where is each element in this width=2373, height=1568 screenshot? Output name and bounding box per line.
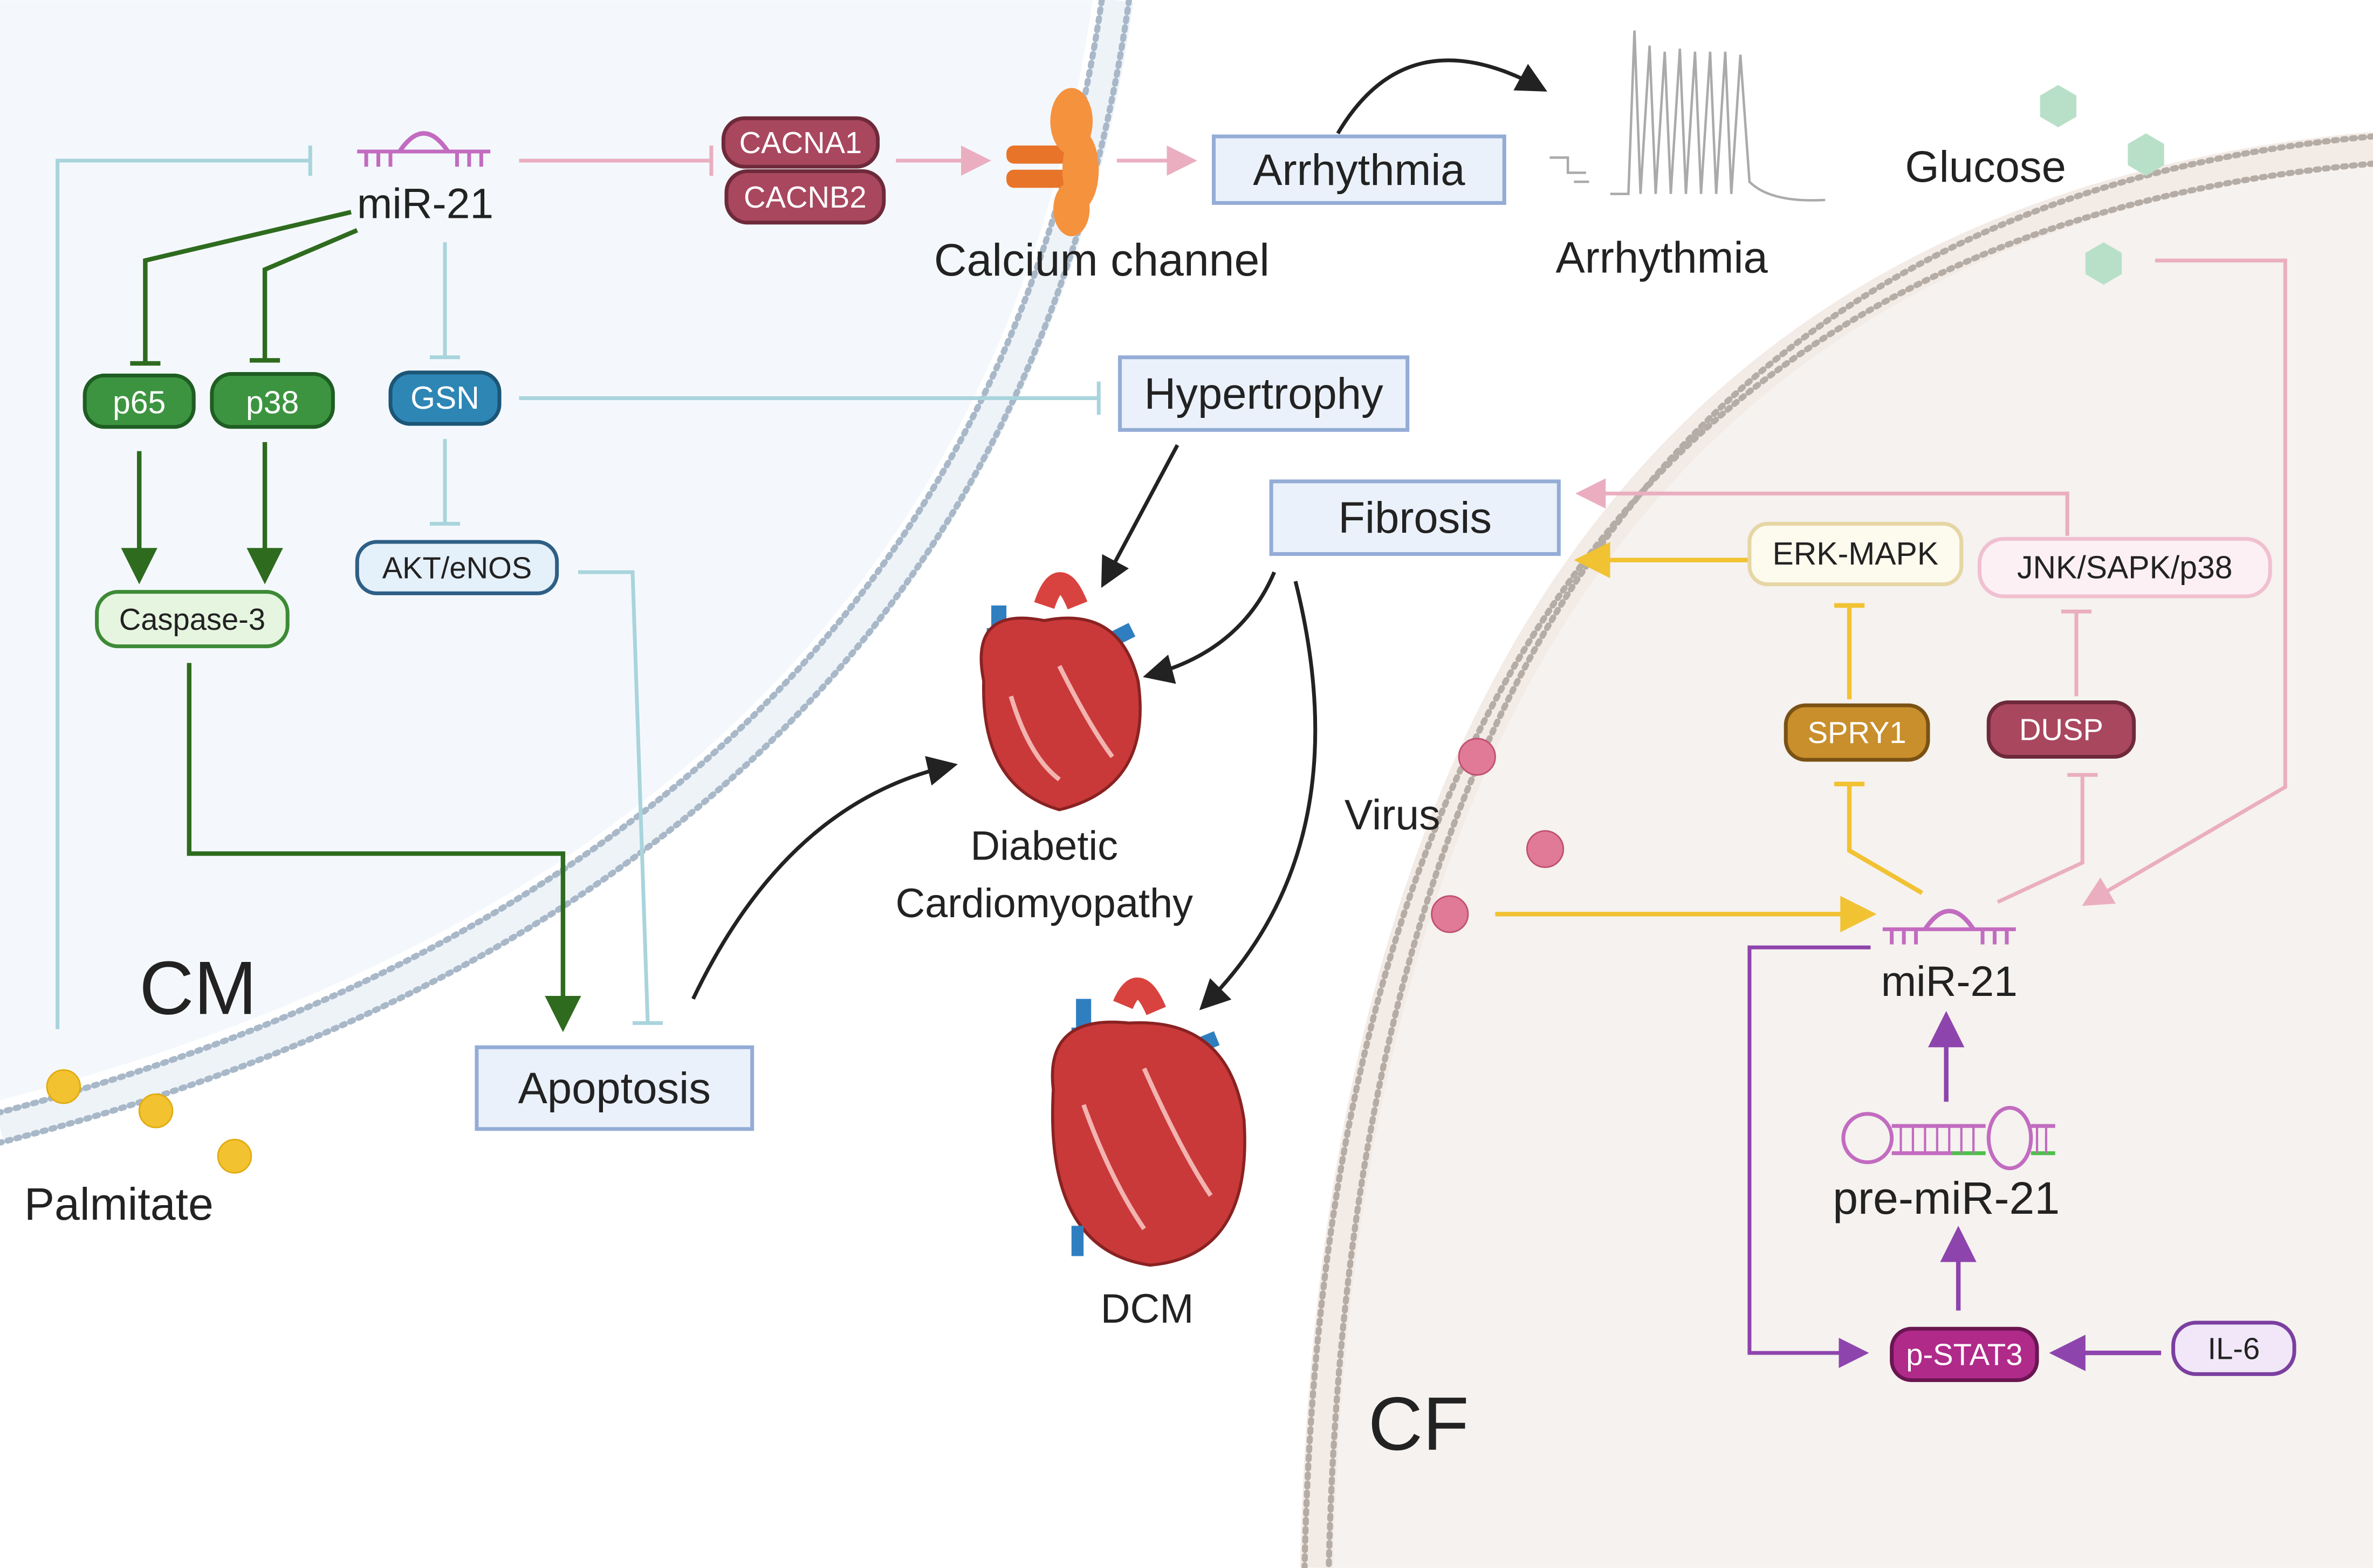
cm-mir21-label: miR-21 bbox=[357, 180, 493, 228]
glucose-icon bbox=[2040, 85, 2164, 285]
node-caspase-3-label: Caspase-3 bbox=[119, 602, 265, 636]
node-spry1-label: SPRY1 bbox=[1808, 716, 1906, 749]
cm-connectors bbox=[56, 145, 1197, 1033]
virus-label: Virus bbox=[1345, 791, 1441, 838]
arrhythmia-box[interactable]: Arrhythmia bbox=[1212, 134, 1506, 205]
node-caspase-3[interactable]: Caspase-3 bbox=[95, 590, 290, 649]
node-cacna1[interactable]: CACNA1 bbox=[721, 116, 880, 169]
cf-cell-label: CF bbox=[1368, 1381, 1469, 1466]
fibrosis-box[interactable]: Fibrosis bbox=[1269, 479, 1561, 556]
node-cacna1-label: CACNA1 bbox=[739, 126, 862, 160]
node-jnk-sapk-p38-label: JNK/SAPK/p38 bbox=[2017, 550, 2232, 585]
dcm-label: DCM bbox=[1101, 1286, 1194, 1332]
node-erk-mapk-label: ERK-MAPK bbox=[1772, 537, 1938, 572]
heart-dcm-icon bbox=[1051, 978, 1246, 1267]
apoptosis-box[interactable]: Apoptosis bbox=[475, 1045, 755, 1131]
node-jnk-sapk-p38[interactable]: JNK/SAPK/p38 bbox=[1977, 537, 2272, 599]
palmitate-label: Palmitate bbox=[24, 1179, 214, 1229]
node-il-6[interactable]: IL-6 bbox=[2171, 1321, 2296, 1376]
outcome-arrows bbox=[691, 58, 1547, 1010]
node-p65-label: p65 bbox=[113, 386, 166, 421]
cm-membrane bbox=[0, 0, 1134, 1146]
virus-icon bbox=[1431, 738, 1565, 933]
hypertrophy-box[interactable]: Hypertrophy bbox=[1118, 355, 1410, 432]
cf-mir21-label: miR-21 bbox=[1881, 958, 2018, 1005]
cf-connectors bbox=[1495, 258, 2287, 1371]
node-p65[interactable]: p65 bbox=[83, 373, 196, 429]
cm-mir21-icon bbox=[357, 131, 491, 167]
node-p-stat3-label: p-STAT3 bbox=[1906, 1338, 2022, 1372]
node-akt-enos[interactable]: AKT/eNOS bbox=[355, 540, 559, 595]
glucose-label: Glucose bbox=[1905, 142, 2066, 191]
node-p38-label: p38 bbox=[246, 386, 299, 421]
arrhythmia-label: Arrhythmia bbox=[1555, 233, 1768, 283]
node-cacnb2-label: CACNB2 bbox=[744, 180, 867, 214]
palmitate-icon bbox=[46, 1069, 252, 1174]
node-dusp-label: DUSP bbox=[2019, 713, 2103, 747]
apoptosis-box-label: Apoptosis bbox=[518, 1064, 711, 1113]
diabetic-cardiomyopathy-label-1: Diabetic bbox=[970, 823, 1118, 869]
node-cacnb2[interactable]: CACNB2 bbox=[724, 169, 886, 225]
node-erk-mapk[interactable]: ERK-MAPK bbox=[1747, 521, 1964, 587]
diabetic-cardiomyopathy-label-2: Cardiomyopathy bbox=[895, 881, 1193, 926]
node-gsn-label: GSN bbox=[410, 381, 479, 416]
pre-mir21-label: pre-miR-21 bbox=[1833, 1173, 2060, 1223]
node-spry1[interactable]: SPRY1 bbox=[1784, 703, 1930, 762]
calcium-channel-label: Calcium channel bbox=[934, 235, 1270, 285]
ecg-trace-icon bbox=[1549, 30, 1826, 202]
cf-mir21-icon bbox=[1882, 909, 2016, 945]
arrhythmia-box-label: Arrhythmia bbox=[1253, 146, 1465, 195]
calcium-channel-icon bbox=[1006, 88, 1099, 237]
node-gsn[interactable]: GSN bbox=[388, 370, 502, 426]
node-dusp[interactable]: DUSP bbox=[1986, 700, 2136, 759]
fibrosis-box-label: Fibrosis bbox=[1338, 493, 1492, 542]
hypertrophy-box-label: Hypertrophy bbox=[1144, 369, 1383, 418]
cm-cell-label: CM bbox=[139, 946, 257, 1030]
heart-icon bbox=[979, 572, 1142, 811]
node-p-stat3[interactable]: p-STAT3 bbox=[1890, 1326, 2039, 1383]
node-il-6-label: IL-6 bbox=[2207, 1331, 2260, 1365]
node-p38[interactable]: p38 bbox=[210, 372, 335, 429]
node-akt-enos-label: AKT/eNOS bbox=[382, 551, 532, 584]
pre-mir21-icon bbox=[1841, 1106, 2055, 1171]
